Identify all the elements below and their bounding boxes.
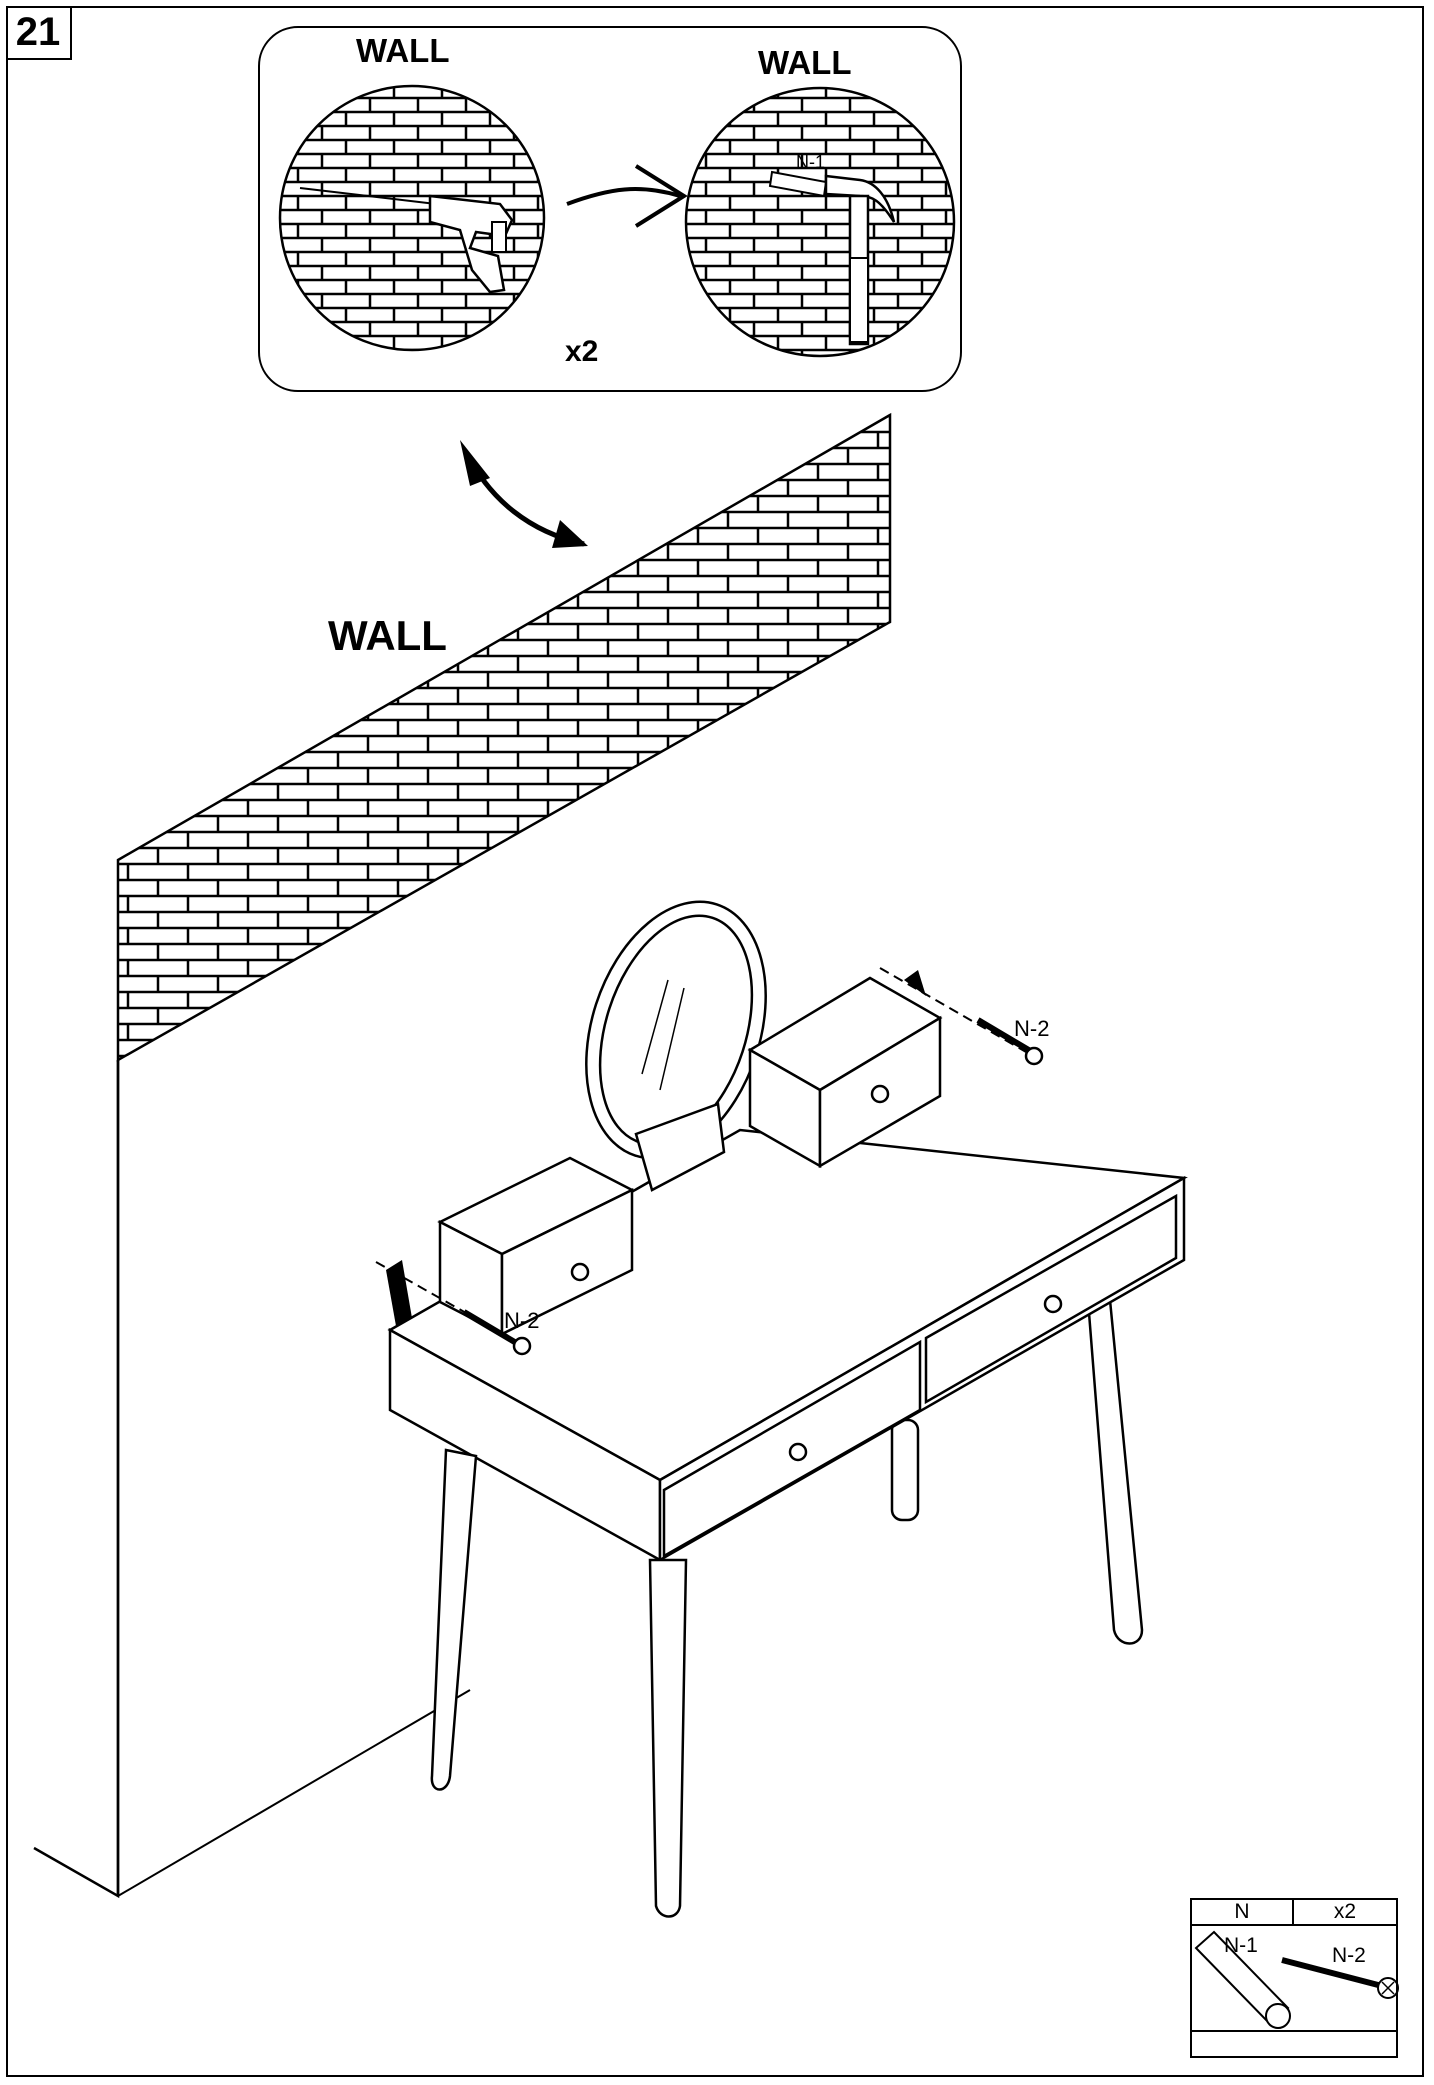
legend-footer-line	[1192, 2030, 1396, 2032]
screw-n2-right	[879, 967, 1044, 1066]
hammer-detail	[684, 86, 956, 358]
wall-plane	[33, 1060, 120, 1899]
detail-wall-label-left: WALL	[356, 32, 450, 69]
detail-panel	[258, 26, 962, 392]
legend-anchor-icon	[1194, 1930, 1291, 2029]
detail-wall-label-right: WALL	[758, 44, 852, 81]
screw-n2-left	[375, 1260, 532, 1356]
screw-label-left: N-2	[504, 1308, 540, 1333]
legend-header-part: N	[1192, 1900, 1294, 1924]
detail-part-label: N-1	[796, 152, 826, 172]
screw-label-right: N-2	[1014, 1016, 1050, 1041]
legend-header: N x2	[1192, 1900, 1396, 1926]
step-number: 21	[6, 6, 72, 60]
drill-icon	[299, 187, 514, 294]
parts-legend: N x2 N-1 N-2	[1190, 1898, 1398, 2058]
vanity-table	[387, 900, 1188, 1918]
arrow-right-icon	[566, 187, 681, 206]
hammer-icon	[824, 174, 896, 346]
wall-bricks	[116, 412, 892, 1063]
legend-screw-icon	[1281, 1957, 1399, 1999]
page-border	[6, 6, 1424, 2077]
legend-item1-label: N-1	[1224, 1934, 1258, 1957]
legend-header-qty: x2	[1333, 1900, 1357, 1923]
detail-quantity: x2	[565, 335, 599, 368]
anchor-plug-icon	[768, 170, 828, 198]
main-wall-label: WALL	[328, 612, 447, 659]
drill-detail	[278, 84, 546, 352]
legend-item2-label: N-2	[1332, 1944, 1366, 1967]
